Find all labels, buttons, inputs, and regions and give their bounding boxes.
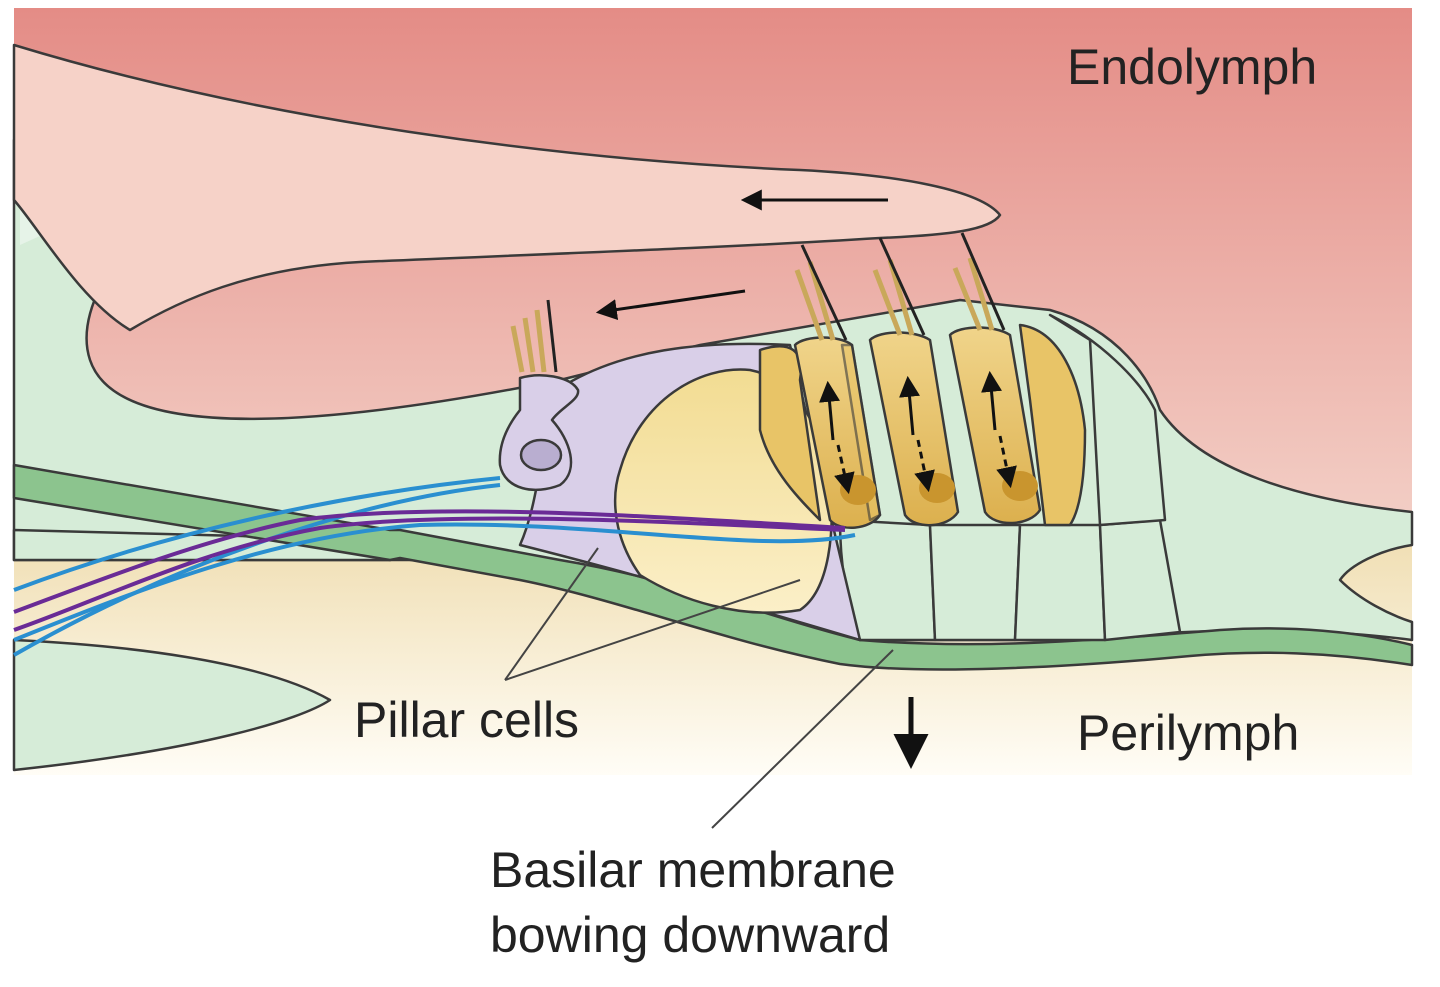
perilymph-label: Perilymph	[1077, 705, 1299, 761]
shear-arrows	[595, 189, 888, 320]
nerve-fibers	[13, 476, 856, 657]
outer-hair-cells	[758, 232, 1087, 529]
leader-lines	[504, 547, 894, 829]
inner-hair-cell	[498, 299, 580, 492]
spiral-lamina-lower	[12, 638, 332, 772]
outer-support-cells	[838, 313, 1182, 642]
endolymph-label: Endolymph	[1067, 39, 1317, 95]
basilar-membrane-label-line2: bowing downward	[490, 907, 890, 963]
pillar-cells-label: Pillar cells	[354, 692, 579, 748]
basilar-membrane-label-line1: Basilar membrane	[490, 842, 896, 898]
